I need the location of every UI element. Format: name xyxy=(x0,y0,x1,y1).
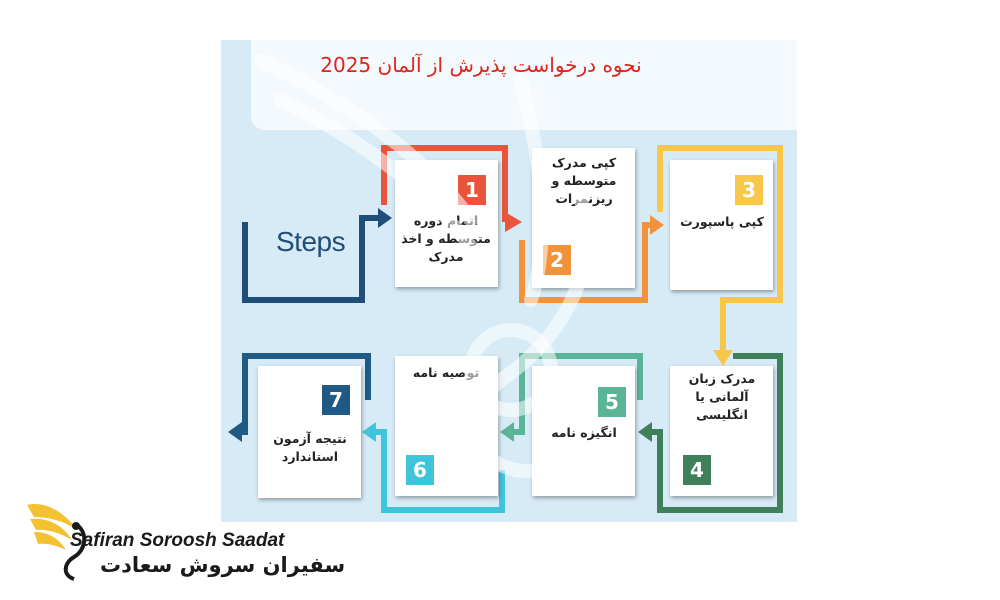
step-6-arrowhead xyxy=(362,422,376,442)
step-label-4: مدرک زبان آلمانی یا انگلیسی xyxy=(688,371,756,422)
step-label-2: کپی مدرک متوسطه و ریزنمرات xyxy=(551,155,617,206)
step-7-frame xyxy=(240,353,371,435)
step-label-3: کپی پاسپورت xyxy=(680,214,764,229)
winged-swan-logo-icon xyxy=(27,504,87,581)
step-3-frame xyxy=(657,145,783,352)
logo-name-persian: سفیران سروش سعادت xyxy=(100,553,346,577)
step-number-7: 7 xyxy=(322,385,350,415)
step-6-frame xyxy=(374,429,505,513)
step-label-1: اتمام دوره متوسطه و اخذ مدرک xyxy=(401,213,491,264)
start-arrowhead xyxy=(378,208,392,228)
step-label-5: انگیزه نامه xyxy=(551,425,617,440)
step-number-6: 6 xyxy=(406,455,434,485)
logo-name-english: Safiran Soroosh Saadat xyxy=(70,530,285,551)
step-number-2: 2 xyxy=(543,245,571,275)
step-number-3: 3 xyxy=(735,175,763,205)
step-1-arrowhead xyxy=(505,212,522,232)
end-arrowhead xyxy=(228,422,242,442)
step-label-7: نتیجه آزمون استاندارد xyxy=(273,431,347,464)
step-5-arrowhead xyxy=(500,422,514,442)
step-number-1: 1 xyxy=(458,175,486,205)
step-3-arrowhead xyxy=(713,350,733,366)
step-label-6: توصیه نامه xyxy=(412,365,480,380)
start-label: Steps xyxy=(276,226,346,257)
step-4-frame xyxy=(650,353,783,513)
step-4-arrowhead xyxy=(638,422,652,442)
step-number-4: 4 xyxy=(683,455,711,485)
step-2-arrowhead xyxy=(650,215,664,235)
step-number-5: 5 xyxy=(598,387,626,417)
